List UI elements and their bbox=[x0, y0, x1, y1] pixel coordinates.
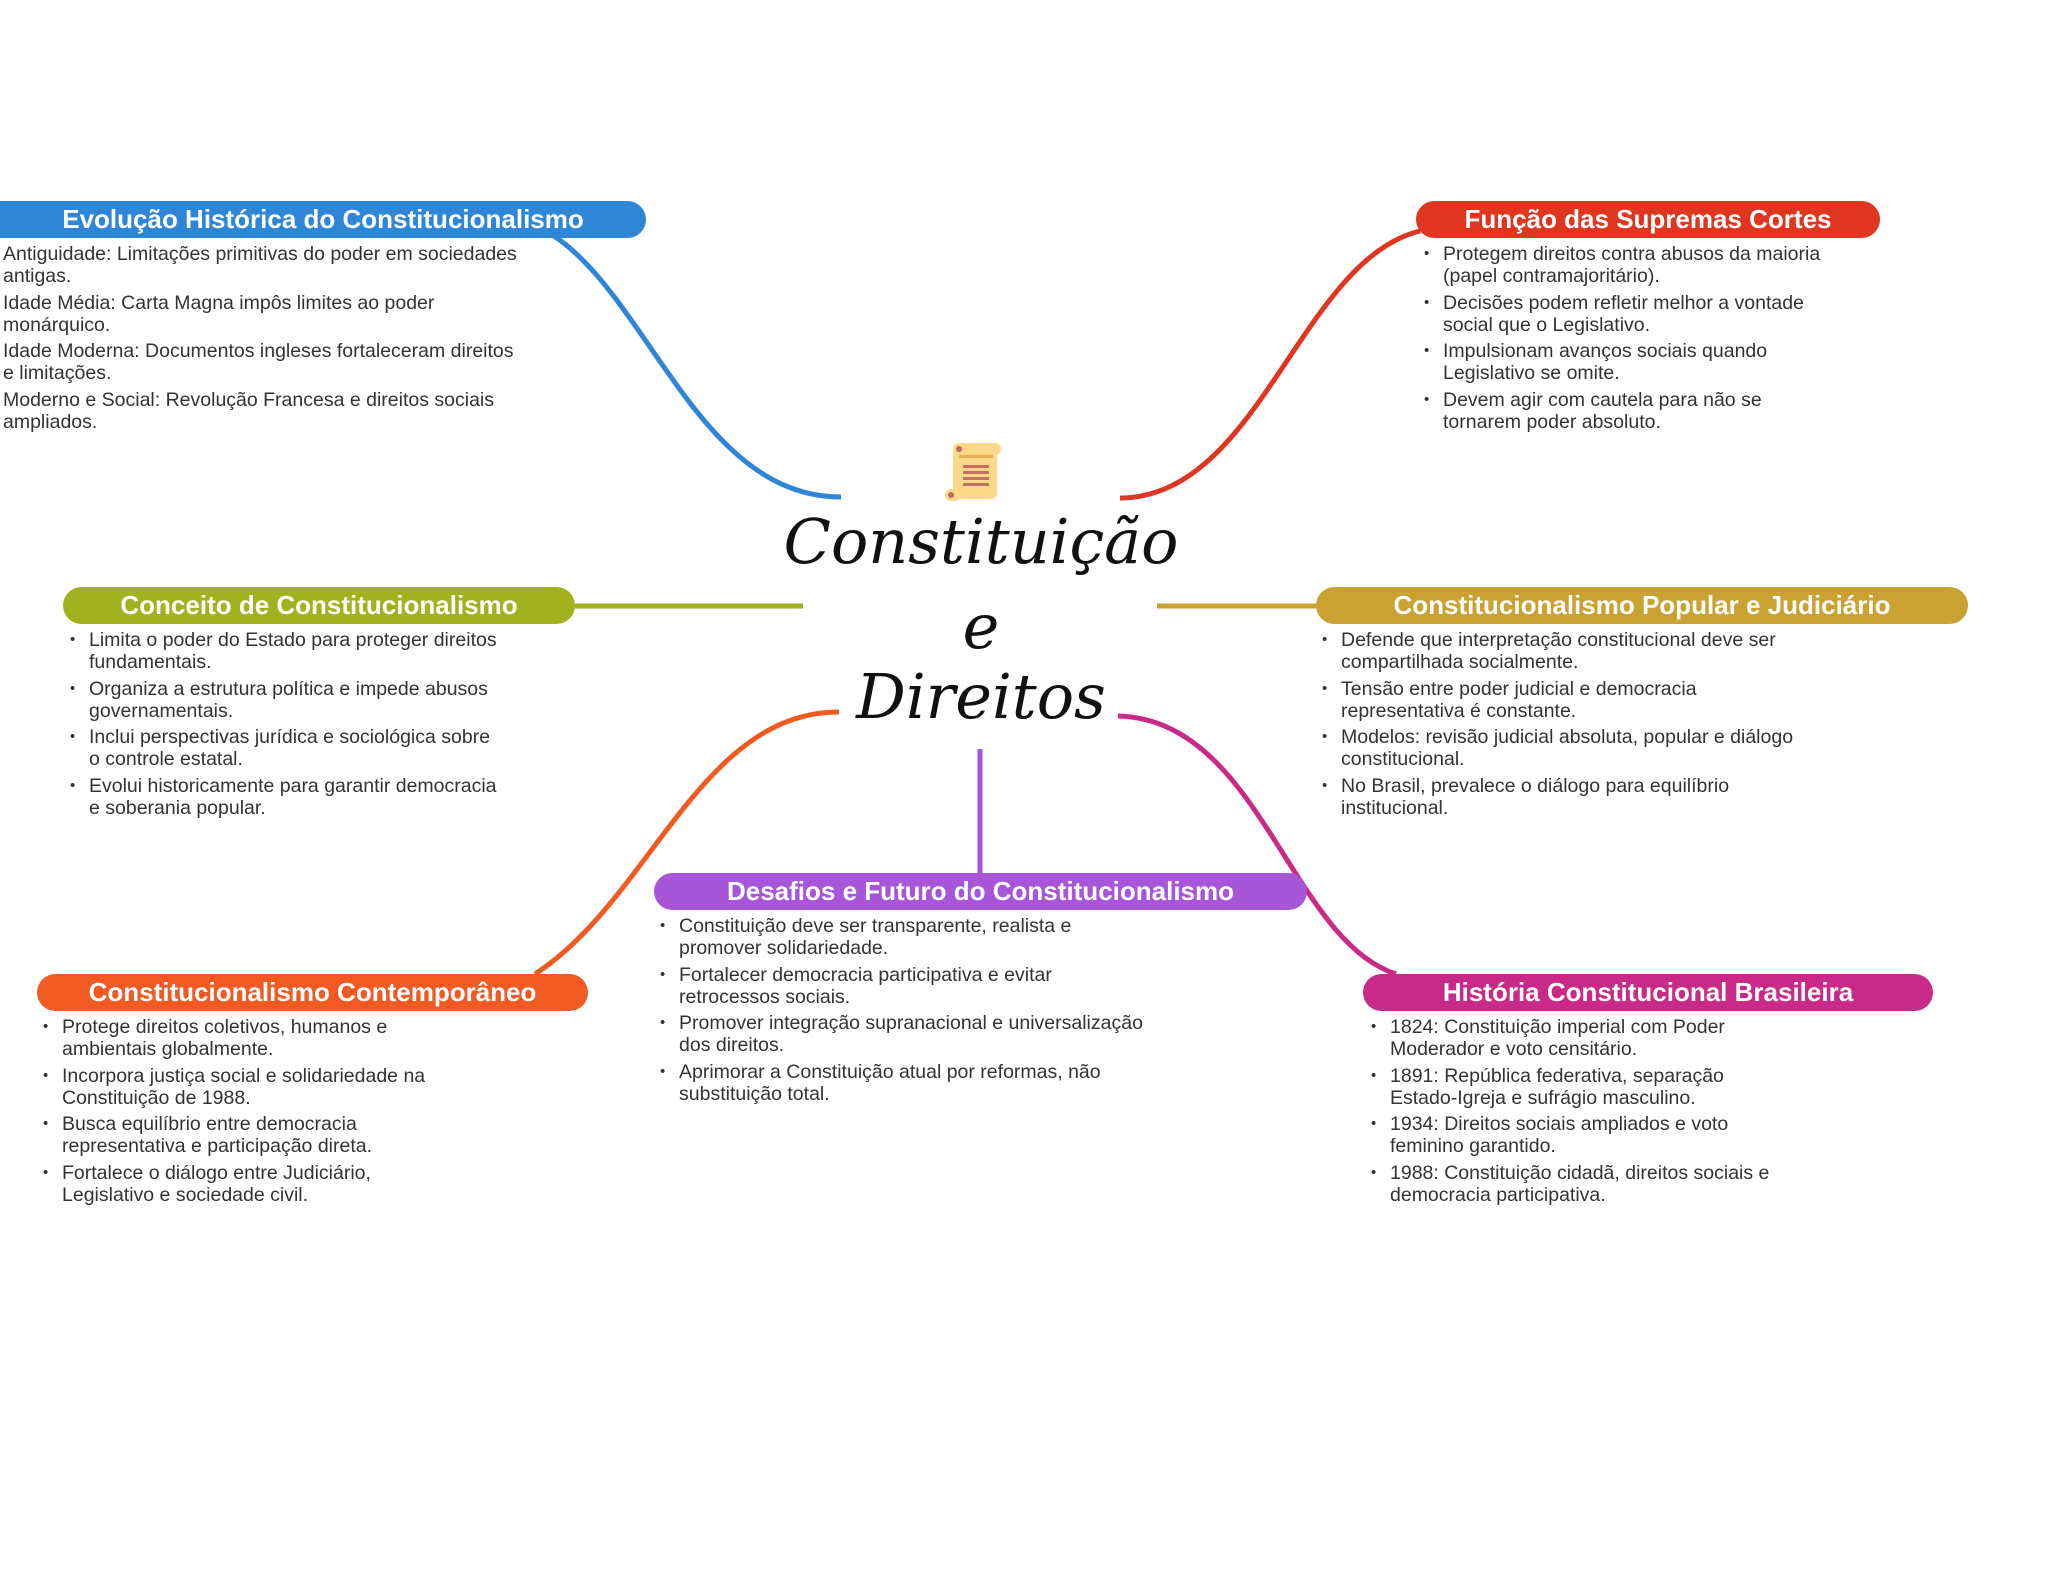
list-item: Busca equilíbrio entre democracia repres… bbox=[43, 1113, 463, 1157]
connector-funcao bbox=[1119, 228, 1421, 501]
connector-evolucao bbox=[552, 233, 842, 500]
list-item: 1824: Constituição imperial com Poder Mo… bbox=[1371, 1016, 1771, 1060]
branch-title-contemporaneo[interactable]: Constitucionalismo Contemporâneo bbox=[37, 974, 588, 1011]
branch-title-text: Evolução Histórica do Constitucionalismo bbox=[62, 204, 584, 234]
list-item: Idade Média: Carta Magna impôs limites a… bbox=[3, 291, 435, 336]
branch-title-conceito[interactable]: Conceito de Constitucionalismo bbox=[63, 587, 575, 624]
list-item: Protege direitos coletivos, humanos e am… bbox=[43, 1016, 463, 1060]
branch-items-popular: Defende que interpretação constitucional… bbox=[1322, 629, 1822, 823]
branch-items-desafios: Constituição deve ser transparente, real… bbox=[660, 915, 1150, 1109]
branch-title-text: Constitucionalismo Popular e Judiciário bbox=[1393, 590, 1891, 620]
list-item: Fortalece o diálogo entre Judiciário, Le… bbox=[43, 1162, 463, 1206]
branch-title-desafios[interactable]: Desafios e Futuro do Constitucionalismo bbox=[654, 873, 1307, 910]
list-item: Promover integração supranacional e univ… bbox=[660, 1012, 1150, 1056]
central-topic-line1: Constituição bbox=[783, 505, 1179, 578]
list-item: Antiguidade: Limitações primitivas do po… bbox=[3, 243, 517, 287]
branch-title-evolucao[interactable]: Evolução Histórica do Constitucionalismo bbox=[0, 201, 646, 238]
list-item: Limita o poder do Estado para proteger d… bbox=[70, 629, 500, 673]
list-item: 1988: Constituição cidadã, direitos soci… bbox=[1371, 1162, 1771, 1206]
connector-contemporaneo bbox=[533, 709, 840, 977]
list-item: Evolui historicamente para garantir demo… bbox=[70, 775, 500, 819]
list-item: Tensão entre poder judicial e democracia… bbox=[1322, 678, 1822, 722]
branch-title-text: Constitucionalismo Contemporâneo bbox=[88, 977, 537, 1007]
scroll-icon bbox=[945, 443, 1001, 501]
connector-brasileira bbox=[1117, 713, 1397, 977]
list-item: 1934: Direitos sociais ampliados e voto … bbox=[1371, 1113, 1771, 1157]
central-topic-line2: e bbox=[962, 590, 1000, 663]
branch-items-funcao: Protegem direitos contra abusos da maior… bbox=[1424, 243, 1844, 437]
branch-title-text: História Constitucional Brasileira bbox=[1442, 977, 1854, 1007]
branch-items-conceito: Limita o poder do Estado para proteger d… bbox=[70, 629, 500, 823]
branch-items-contemporaneo: Protege direitos coletivos, humanos e am… bbox=[43, 1016, 463, 1210]
branch-title-text: Desafios e Futuro do Constitucionalismo bbox=[726, 876, 1235, 906]
list-item: Constituição deve ser transparente, real… bbox=[660, 915, 1150, 959]
branch-title-text: Conceito de Constitucionalismo bbox=[120, 590, 518, 620]
list-item: 1891: República federativa, separação Es… bbox=[1371, 1065, 1771, 1109]
list-item: Fortalecer democracia participativa e ev… bbox=[660, 964, 1150, 1008]
branch-title-text: Função das Supremas Cortes bbox=[1464, 204, 1832, 234]
list-item: Moderno e Social: Revolução Francesa e d… bbox=[3, 388, 494, 433]
list-item: Impulsionam avanços sociais quando Legis… bbox=[1424, 340, 1844, 384]
list-item: No Brasil, prevalece o diálogo para equi… bbox=[1322, 775, 1822, 819]
list-item: Aprimorar a Constituição atual por refor… bbox=[660, 1061, 1150, 1105]
branch-title-funcao[interactable]: Função das Supremas Cortes bbox=[1416, 201, 1880, 238]
list-item: Organiza a estrutura política e impede a… bbox=[70, 678, 500, 722]
list-item: Inclui perspectivas jurídica e sociológi… bbox=[70, 726, 500, 770]
branch-title-popular[interactable]: Constitucionalismo Popular e Judiciário bbox=[1316, 587, 1968, 624]
list-item: Protegem direitos contra abusos da maior… bbox=[1424, 243, 1844, 287]
list-item: Idade Moderna: Documentos ingleses forta… bbox=[3, 340, 514, 384]
central-topic-line3: Direitos bbox=[856, 660, 1106, 733]
branch-items-brasileira: 1824: Constituição imperial com Poder Mo… bbox=[1371, 1016, 1771, 1210]
list-item: Incorpora justiça social e solidariedade… bbox=[43, 1065, 463, 1109]
list-item: Defende que interpretação constitucional… bbox=[1322, 629, 1822, 673]
branch-items-evolucao: Antiguidade: Limitações primitivas do po… bbox=[3, 243, 523, 437]
list-item: Decisões podem refletir melhor a vontade… bbox=[1424, 292, 1844, 336]
branch-title-brasileira[interactable]: História Constitucional Brasileira bbox=[1363, 974, 1933, 1011]
list-item: Modelos: revisão judicial absoluta, popu… bbox=[1322, 726, 1822, 770]
list-item: Devem agir com cautela para não se torna… bbox=[1424, 389, 1844, 433]
